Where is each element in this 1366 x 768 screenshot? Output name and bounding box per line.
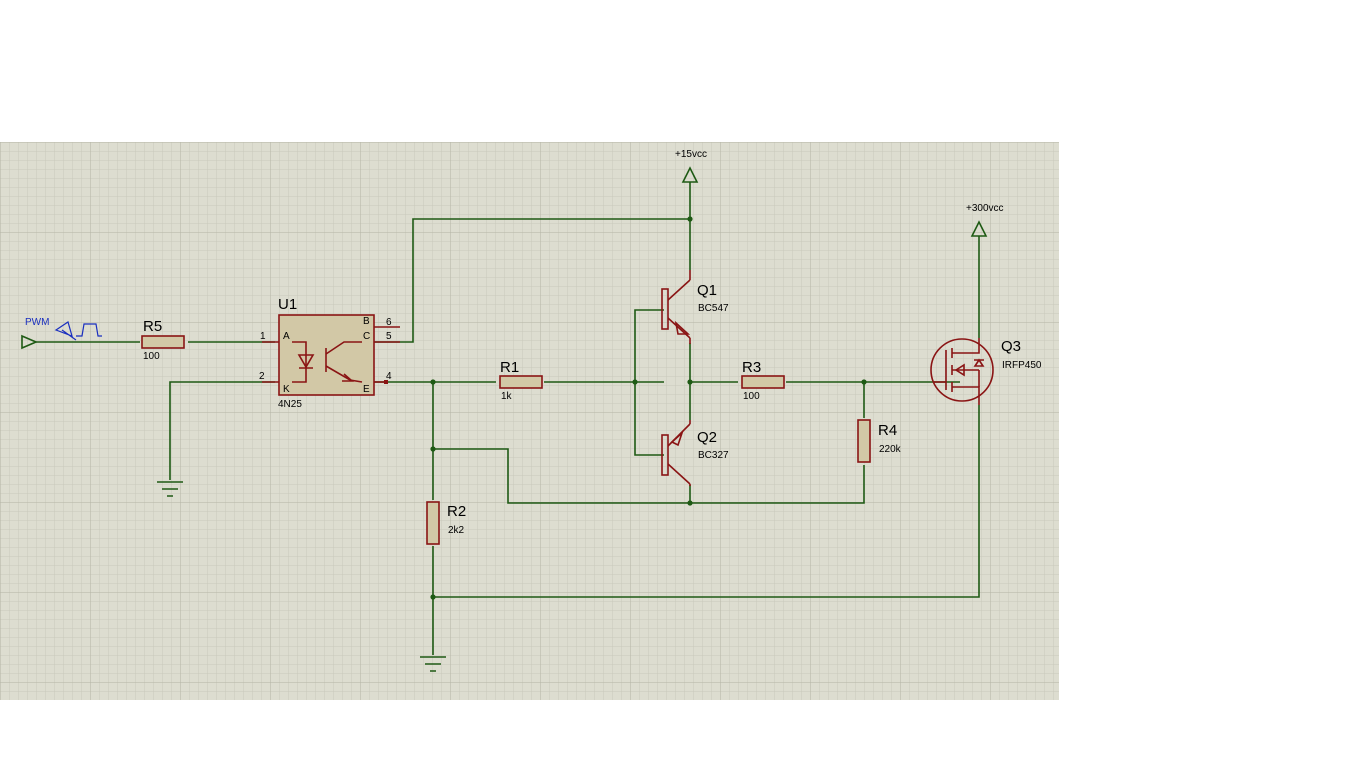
r3-value: 100 [743, 391, 760, 402]
u1-value: 4N25 [278, 399, 302, 410]
rail-300v-label: +300vcc [966, 203, 1004, 214]
u1-pin-2: 2 [259, 371, 265, 382]
q2-value: BC327 [698, 450, 729, 461]
resistor-r3[interactable]: R3 100 [741, 359, 785, 402]
power-terminal-icon [970, 220, 988, 237]
r2-value: 2k2 [448, 525, 465, 536]
optocoupler-u1[interactable]: U1 4N25 1 2 4 5 6 A K B C E [259, 296, 400, 410]
r5-ref: R5 [143, 318, 162, 335]
mosfet-q3[interactable]: Q3 IRFP450 [930, 338, 1042, 405]
u1-pin-c: C [363, 331, 370, 342]
grid-lines [0, 142, 1059, 700]
q1-ref: Q1 [697, 282, 717, 299]
u1-pin-4: 4 [386, 371, 392, 382]
u1-pin-a: A [283, 331, 290, 342]
ground-icon [157, 481, 183, 497]
u1-pin-1: 1 [260, 331, 266, 342]
generator-label: PWM [25, 317, 49, 328]
transistor-q1[interactable]: Q1 BC547 [661, 270, 729, 344]
r2-ref: R2 [447, 503, 466, 520]
resistor-r4[interactable]: R4 220k [857, 419, 902, 463]
u1-pin-5: 5 [386, 331, 392, 342]
u1-pin-k: K [283, 384, 290, 395]
power-rail-300v[interactable]: +300vcc [966, 203, 1004, 237]
resistor-r1[interactable]: R1 1k [499, 359, 543, 402]
u1-pin-6: 6 [386, 317, 392, 328]
r3-ref: R3 [742, 359, 761, 376]
junctions [384, 216, 867, 600]
u1-ref: U1 [278, 296, 297, 313]
power-terminal-icon [681, 166, 699, 183]
ground-2[interactable] [420, 656, 446, 672]
generator-triangle-icon [54, 321, 77, 341]
pulse-generator-icon [21, 334, 39, 350]
ground-icon [420, 656, 446, 672]
resistor-r5[interactable]: R5 100 [141, 318, 185, 362]
q1-value: BC547 [698, 303, 729, 314]
r1-value: 1k [501, 391, 513, 402]
pulse-waveform-icon [76, 323, 102, 337]
q2-ref: Q2 [697, 429, 717, 446]
pwm-generator[interactable]: PWM [21, 317, 102, 350]
r4-ref: R4 [878, 422, 897, 439]
r1-ref: R1 [500, 359, 519, 376]
r5-value: 100 [143, 351, 160, 362]
u1-pin-e: E [363, 384, 370, 395]
q3-ref: Q3 [1001, 338, 1021, 355]
ground-1[interactable] [157, 481, 183, 497]
u1-pin-b: B [363, 316, 370, 327]
q3-value: IRFP450 [1002, 360, 1042, 371]
resistor-r2[interactable]: R2 2k2 [426, 501, 466, 545]
rail-15v-label: +15vcc [675, 149, 707, 160]
r4-value: 220k [879, 444, 902, 455]
led-diode-icon [297, 354, 315, 369]
power-rail-15v[interactable]: +15vcc [675, 149, 707, 183]
transistor-q2[interactable]: Q2 BC327 [661, 420, 729, 486]
